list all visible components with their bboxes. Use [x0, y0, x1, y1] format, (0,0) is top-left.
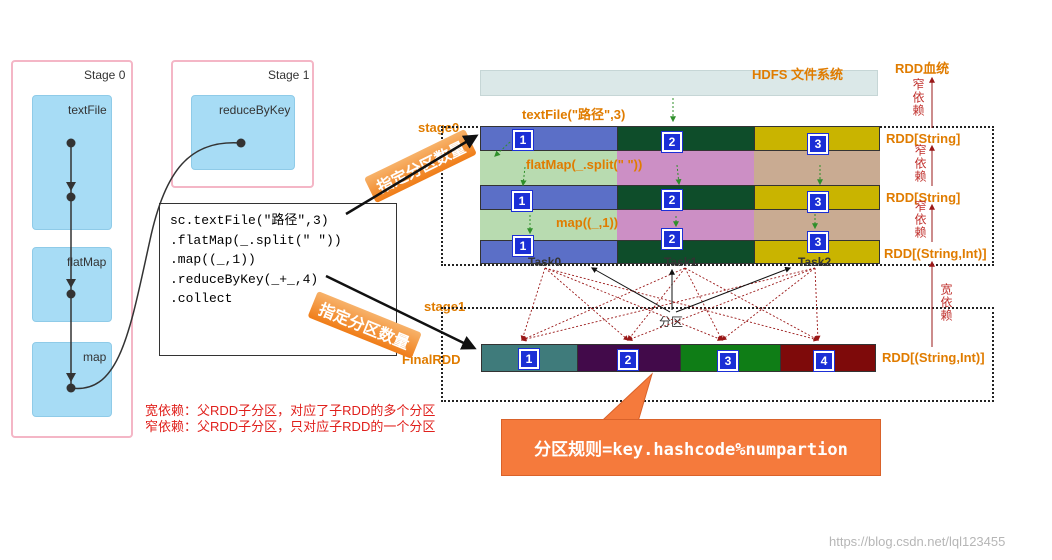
stage0-label: stage0	[418, 120, 460, 135]
code-line: .map((_,1))	[170, 252, 256, 267]
map-call-label: map((_,1))	[556, 215, 619, 230]
partition-cell	[617, 126, 755, 151]
rule-callout-pointer	[589, 372, 653, 432]
partition-cell	[480, 240, 618, 264]
partition-cell	[480, 126, 618, 151]
partition-cell	[480, 185, 618, 210]
legend-narrow: 窄依赖：父RDD子分区，只对应子RDD的一个分区	[145, 419, 436, 434]
partition-badge: 3	[807, 231, 829, 253]
rdd-type-label: RDD[String]	[886, 190, 961, 205]
partition-rule-box: 分区规则=key.hashcode%numpartion	[501, 419, 881, 476]
wide-dep-label: 宽依赖	[939, 283, 953, 322]
partition-cell	[480, 151, 618, 185]
task-label: Task0	[528, 255, 562, 269]
hdfs-bar	[480, 70, 878, 96]
flatmap-call-label: flatMap(_.split(" "))	[526, 157, 643, 172]
code-line: .flatMap(_.split(" "))	[170, 232, 342, 248]
partition-badge: 2	[661, 131, 683, 153]
partition-cell	[617, 151, 755, 185]
partition-badge: 3	[807, 191, 829, 213]
partition-badge: 1	[511, 190, 533, 212]
code-line: .reduceByKey(_+_,4)	[170, 271, 319, 287]
final-partition-badge: 4	[813, 350, 835, 372]
shuffle-pointer	[590, 267, 671, 313]
stage1-title: Stage 1	[268, 68, 310, 82]
partition-cell	[617, 210, 755, 240]
rdd-flatmap-label: flatMap	[67, 255, 107, 269]
narrow-dep-label: 窄依赖	[911, 78, 925, 117]
rdd-type-label: RDD[(String,Int)]	[882, 350, 985, 365]
final-partition-badge: 3	[717, 350, 739, 372]
textfile-call-label: textFile("路径",3)	[522, 107, 626, 122]
stage0-title: Stage 0	[84, 68, 126, 82]
partition-badge: 1	[512, 129, 534, 151]
rdd-textfile-label: textFile	[68, 103, 107, 117]
hdfs-label: HDFS 文件系统	[752, 67, 844, 82]
task-label: Task2	[798, 255, 832, 269]
shuffle-label: 分区	[659, 315, 684, 329]
partition-badge: 2	[661, 189, 683, 211]
watermark: https://blog.csdn.net/lql123455	[829, 534, 1006, 549]
shuffle-pointer	[675, 266, 792, 313]
final-rdd-label: FinalRDD	[402, 352, 461, 367]
code-line: sc.textFile("路径",3)	[170, 213, 329, 228]
partition-cell	[617, 185, 755, 210]
partition-cell	[480, 210, 618, 240]
partition-cell	[754, 151, 880, 185]
narrow-dep-label: 窄依赖	[913, 144, 927, 183]
narrow-dep-label: 窄依赖	[913, 200, 927, 239]
final-partition-badge: 1	[518, 348, 540, 370]
final-partition-badge: 2	[617, 349, 639, 371]
rdd-type-label: RDD[(String,Int)]	[884, 246, 987, 261]
task-label: Task1	[664, 255, 698, 269]
partition-badge: 3	[807, 133, 829, 155]
partition-badge: 1	[512, 235, 534, 257]
partition-badge: 2	[661, 228, 683, 250]
rdd-type-label: RDD[String]	[886, 131, 961, 146]
rdd-lineage-label: RDD血统	[895, 61, 950, 76]
legend-wide: 宽依赖：父RDD子分区，对应了子RDD的多个分区	[145, 403, 436, 418]
rdd-reducebykey-label: reduceByKey	[219, 103, 291, 117]
rdd-map-label: map	[83, 350, 107, 364]
